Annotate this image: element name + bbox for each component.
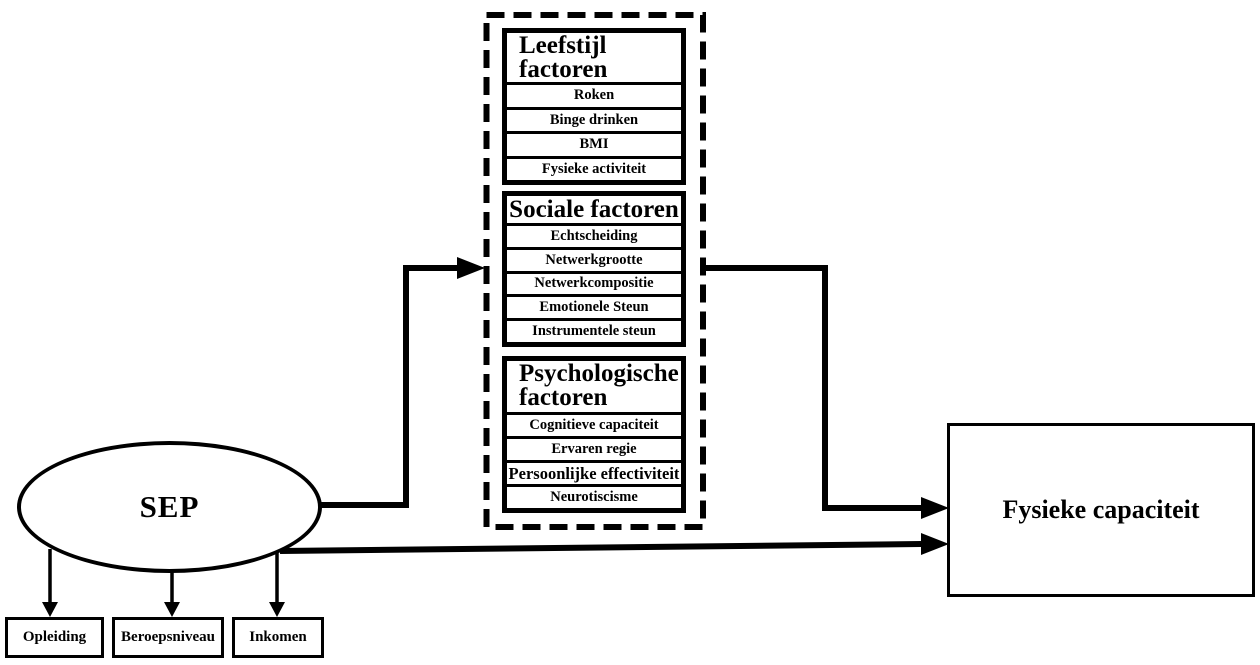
indicator-box-opleiding: Opleiding (5, 617, 104, 658)
group-item: Binge drinken (507, 106, 681, 132)
group-title: Psychologische factoren (519, 360, 679, 411)
indicator-label: Beroepsniveau (121, 629, 215, 645)
indicator-box-beroepsniveau: Beroepsniveau (112, 617, 224, 658)
arrow-sep-to-mediators (321, 265, 457, 508)
arrowhead-sep-to-opleiding (42, 602, 58, 617)
arrowhead-mediators-to-outcome (921, 497, 949, 519)
group-item: BMI (507, 131, 681, 156)
arrow-sep-to-outcome (279, 541, 922, 554)
group-item: Cognitieve capaciteit (507, 412, 681, 436)
group-title: Sociale factoren (509, 196, 679, 223)
arrowhead-sep-to-mediators (457, 257, 485, 279)
group-item: Neurotiscisme (507, 484, 681, 508)
group-psychologische-factoren: Psychologische factoren Cognitieve capac… (502, 356, 686, 513)
arrowhead-sep-to-beroepsniveau (164, 602, 180, 617)
sep-label: SEP (139, 489, 200, 524)
indicator-box-inkomen: Inkomen (232, 617, 324, 658)
arrow-mediators-to-outcome (700, 265, 921, 511)
group-item: Netwerkgrootte (507, 246, 681, 271)
indicator-label: Inkomen (249, 629, 307, 645)
group-item: Netwerkcompositie (507, 270, 681, 295)
group-item: Ervaren regie (507, 436, 681, 460)
group-leefstijl-factoren: Leefstijl factoren Roken Binge drinken B… (502, 28, 686, 185)
group-item: Emotionele Steun (507, 294, 681, 318)
arrowhead-sep-to-outcome (921, 533, 949, 555)
group-title: Leefstijl factoren (519, 32, 608, 83)
indicator-label: Opleiding (22, 629, 87, 645)
outcome-box: Fysieke capaciteit (947, 423, 1255, 597)
outcome-label: Fysieke capaciteit (1002, 495, 1200, 524)
group-item: Persoonlijke effectiviteit (507, 460, 681, 484)
group-item: Fysieke activiteit (507, 155, 681, 181)
sep-node: SEP (17, 441, 322, 573)
group-item: Instrumentele steun (507, 318, 681, 342)
group-sociale-factoren: Sociale factoren Echtscheiding Netwerkgr… (502, 191, 686, 347)
group-item: Echtscheiding (507, 223, 681, 247)
group-item: Roken (507, 82, 681, 107)
arrowhead-sep-to-inkomen (269, 602, 285, 617)
